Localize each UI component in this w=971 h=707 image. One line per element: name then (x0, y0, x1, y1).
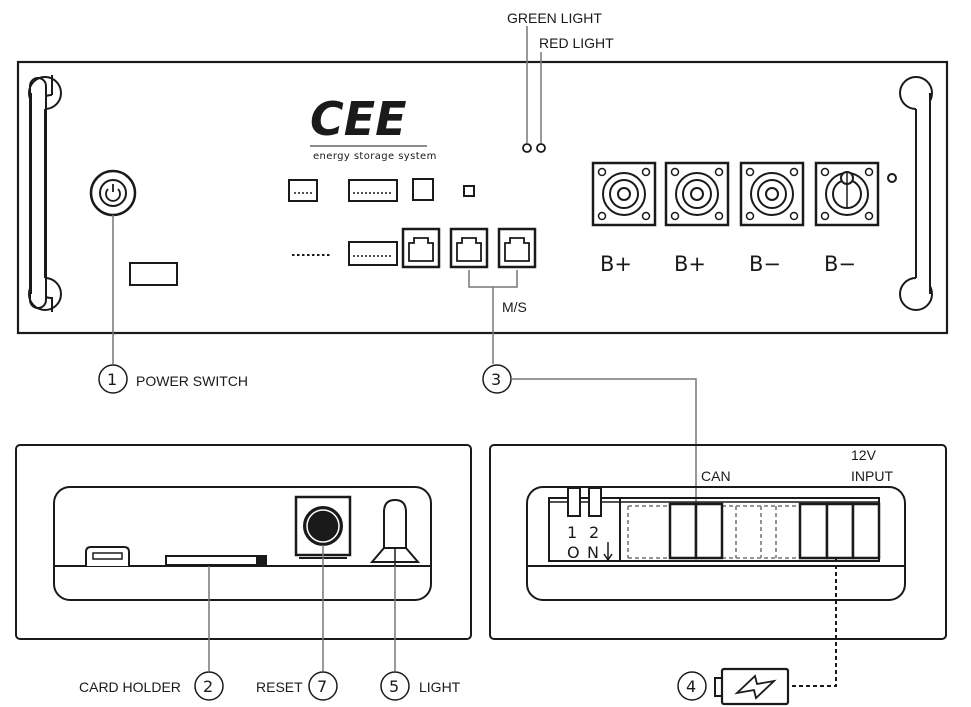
detail-panel-left (15, 444, 472, 640)
callout-power-input: 4 (677, 558, 837, 706)
connector-medium[interactable] (348, 179, 398, 202)
dip-1-label: 1 (567, 523, 577, 542)
dip-2-label: 2 (589, 523, 599, 542)
callout-light: 5 LIGHT (380, 566, 461, 701)
can-label: CAN (701, 468, 731, 484)
callout-5-label: LIGHT (419, 679, 461, 695)
callout-card-holder: 2 CARD HOLDER (79, 566, 224, 701)
rj45-port-1[interactable] (401, 227, 441, 269)
connector-row-1 (288, 178, 475, 202)
ground-screw (887, 173, 897, 183)
right-handle[interactable] (899, 76, 933, 311)
front-panel-outline (16, 60, 949, 335)
callout-7-label: RESET (256, 679, 303, 695)
button-square[interactable] (412, 178, 434, 201)
input-label-12v: 12V (851, 447, 877, 463)
battery-icon (714, 667, 790, 706)
input-label-input: INPUT (851, 468, 893, 484)
callout-2-number: 2 (203, 677, 213, 696)
callout-comm-port: 3 (482, 287, 697, 512)
light-led (369, 498, 421, 566)
callout-1-label: POWER SWITCH (136, 373, 248, 389)
terminal-block: B+ B+ B− B− (591, 161, 897, 276)
unused-slots (627, 505, 800, 559)
can-terminal[interactable] (668, 502, 724, 560)
callout-5-number: 5 (389, 677, 399, 696)
dip-on-n: N (587, 543, 599, 562)
terminal-3[interactable] (739, 161, 805, 227)
ms-label: M/S (502, 299, 527, 315)
callout-2-label: CARD HOLDER (79, 679, 181, 695)
callout-3-number: 3 (491, 370, 501, 389)
terminal-2[interactable] (664, 161, 730, 227)
indicator-lights: GREEN LIGHT RED LIGHT (507, 10, 614, 153)
terminal-label-3: B− (749, 252, 781, 276)
power-switch-button[interactable] (89, 169, 137, 217)
logo-text: CEE (310, 92, 407, 146)
terminal-label-1: B+ (600, 252, 632, 276)
connector-row-2: M/S (292, 227, 537, 315)
arrow-down-icon (603, 542, 613, 562)
connector-small[interactable] (288, 179, 318, 202)
indicator-square (463, 185, 475, 197)
panel-slot (129, 262, 178, 286)
callout-1-number: 1 (107, 370, 117, 389)
callout-4-number: 4 (686, 677, 696, 696)
callout-power-switch: 1 POWER SWITCH (98, 215, 248, 394)
callout-7-number: 7 (317, 677, 327, 696)
rj45-port-3[interactable] (497, 227, 537, 269)
power-icon (105, 184, 121, 202)
card-holder-slot[interactable] (165, 555, 267, 566)
detail-panel-right: 1 2 O N CAN (489, 444, 947, 640)
dip-on-o: O (567, 543, 580, 562)
ms-bracket (468, 270, 518, 288)
dip-switch[interactable]: 1 2 O N (567, 487, 613, 562)
input-12v-terminal[interactable] (798, 502, 881, 560)
terminal-label-4: B− (824, 252, 856, 276)
left-handle[interactable] (28, 75, 62, 312)
usb-port[interactable] (85, 546, 130, 566)
red-light-label: RED LIGHT (539, 35, 614, 51)
logo-subtitle: energy storage system (313, 151, 437, 162)
brand-logo: CEE energy storage system (310, 92, 437, 162)
red-light (536, 143, 546, 153)
connector-medium-2[interactable] (348, 241, 398, 266)
callout-reset: 7 RESET (256, 545, 338, 701)
terminal-4[interactable] (814, 161, 880, 227)
green-light-label: GREEN LIGHT (507, 10, 602, 26)
front-panel: CEE energy storage system GREEN LIGHT RE… (16, 10, 949, 335)
rj45-port-2[interactable] (449, 227, 489, 269)
terminal-1[interactable] (591, 161, 657, 227)
terminal-label-2: B+ (674, 252, 706, 276)
green-light (522, 143, 532, 153)
